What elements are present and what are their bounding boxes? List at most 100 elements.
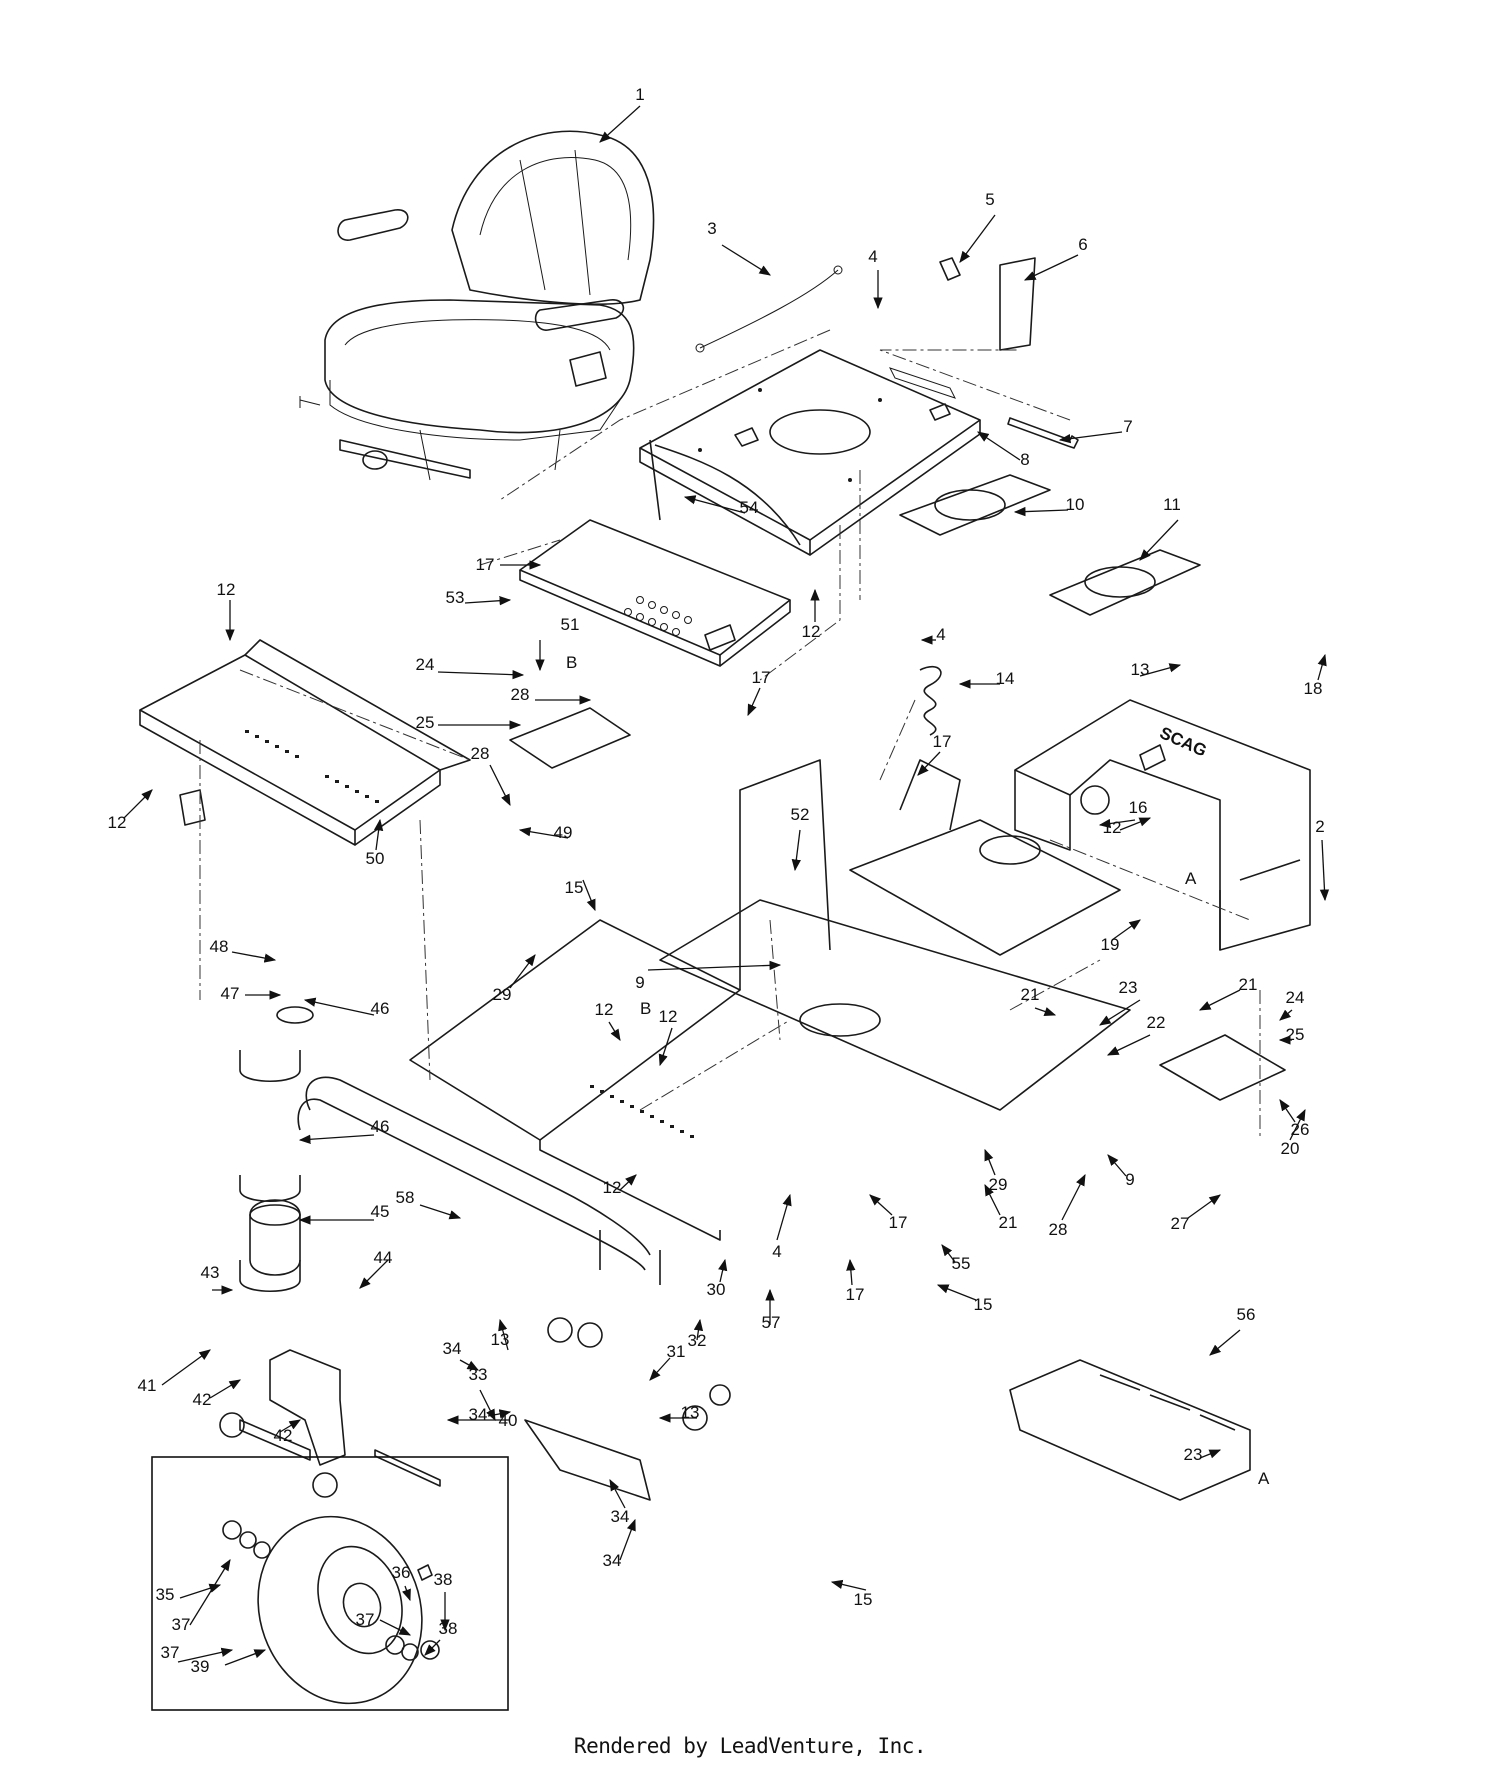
callout-label-15: 15	[854, 1590, 873, 1609]
callout-label-34: 34	[603, 1551, 622, 1570]
floor-pan	[139, 639, 471, 846]
callout-leader-52	[791, 829, 801, 872]
callout-label-29: 29	[989, 1175, 1008, 1194]
callout-label-55: 55	[952, 1254, 971, 1273]
callout-label-44: 44	[374, 1248, 393, 1267]
callout-leader-12	[608, 1021, 621, 1041]
seat-switch-parts	[889, 257, 1036, 399]
callout-label-36: 36	[392, 1563, 411, 1582]
callout-label-28: 28	[511, 685, 530, 704]
callout-label-24: 24	[1286, 988, 1305, 1007]
callout-label-31: 31	[667, 1342, 686, 1361]
callout-label-28: 28	[471, 744, 490, 763]
callout-label-46: 46	[371, 1117, 390, 1136]
callout-label-12: 12	[1103, 818, 1122, 837]
callout-leader-12	[619, 1174, 637, 1191]
callout-leader-56	[1209, 1329, 1241, 1356]
callout-label-42: 42	[193, 1390, 212, 1409]
callout-label-8: 8	[1020, 450, 1029, 469]
callout-label-33: 33	[469, 1365, 488, 1384]
callout-leader-22	[1106, 1034, 1151, 1056]
callout-leader-23	[1199, 1449, 1222, 1459]
callout-leader-55	[941, 1244, 956, 1263]
callout-leader-10	[1013, 506, 1069, 517]
callout-leader-17	[917, 751, 941, 776]
bolt-7	[1007, 417, 1079, 449]
callout-label-52: 52	[791, 805, 810, 824]
callout-leader-19	[1111, 919, 1141, 941]
floor-plate-51	[509, 707, 631, 769]
callout-label-42: 42	[274, 1426, 293, 1445]
callout-label-53: 53	[446, 588, 465, 607]
callout-leader-9	[647, 960, 782, 971]
callout-leader-13	[498, 1318, 509, 1351]
callout-label-13: 13	[681, 1403, 700, 1422]
callout-label-9: 9	[635, 973, 644, 992]
callout-label-34: 34	[443, 1339, 462, 1358]
callout-label-47: 47	[221, 984, 240, 1003]
callout-label-48: 48	[210, 937, 229, 956]
callout-leader-4	[776, 1193, 792, 1241]
callout-label-34: 34	[469, 1405, 488, 1424]
callout-leader-9	[1107, 1154, 1127, 1177]
callout-label-40: 40	[499, 1411, 518, 1430]
callout-leader-3	[721, 244, 771, 276]
callout-leader-37	[379, 1619, 412, 1636]
callout-leader-53	[464, 596, 512, 606]
callout-label-10: 10	[1066, 495, 1085, 514]
callout-label-30: 30	[707, 1280, 726, 1299]
callout-label-58: 58	[396, 1188, 415, 1207]
callout-leader-34	[609, 1478, 626, 1509]
callout-label-16: 16	[1129, 798, 1148, 817]
callout-label-12: 12	[217, 580, 236, 599]
callout-label-21: 21	[1239, 975, 1258, 994]
callout-label-17: 17	[889, 1213, 908, 1232]
callout-leader-21	[984, 1183, 1001, 1216]
callout-leader-12	[1119, 817, 1152, 831]
callout-label-38: 38	[439, 1619, 458, 1638]
seat-assembly	[299, 130, 655, 481]
callout-label-12: 12	[659, 1007, 678, 1026]
callout-leader-21	[1198, 989, 1241, 1011]
callout-label-7: 7	[1123, 417, 1132, 436]
callout-leader-29	[509, 954, 536, 989]
main-frame	[297, 759, 1131, 1285]
callout-label-5: 5	[985, 190, 994, 209]
callout-label-50: 50	[366, 849, 385, 868]
render-credit: Rendered by LeadVenture, Inc.	[573, 1734, 927, 1758]
callout-leader-54	[683, 495, 746, 514]
callout-leader-20	[1289, 1108, 1306, 1141]
callout-label-37: 37	[161, 1643, 180, 1662]
frame-logo: SCAG	[1157, 723, 1210, 760]
callout-leader-28	[1061, 1173, 1086, 1221]
callout-leader-30	[718, 1258, 728, 1283]
callout-label-21: 21	[1021, 985, 1040, 1004]
callout-label-29: 29	[493, 985, 512, 1004]
callout-label-32: 32	[688, 1331, 707, 1350]
callout-label-18: 18	[1304, 679, 1323, 698]
mount-plate-10	[899, 474, 1051, 536]
callout-leader-36	[402, 1585, 411, 1602]
callout-label-56: 56	[1237, 1305, 1256, 1324]
callout-label-46: 46	[371, 999, 390, 1018]
callout-leader-26	[1279, 1099, 1296, 1123]
callout-label-21: 21	[999, 1213, 1018, 1232]
callout-leader-15	[582, 879, 596, 912]
callout-leader-38	[424, 1639, 441, 1656]
callout-label-45: 45	[371, 1202, 390, 1221]
ref-label-a-2: A	[1258, 1469, 1270, 1488]
callout-label-4: 4	[772, 1242, 781, 1261]
skid-plate-56	[1009, 1359, 1251, 1501]
caster-assembly	[219, 1006, 731, 1501]
callout-label-35: 35	[156, 1585, 175, 1604]
callout-leader-17	[747, 687, 761, 717]
wheel-inset	[151, 1456, 509, 1711]
callout-label-19: 19	[1101, 935, 1120, 954]
callout-leader-28	[489, 764, 511, 807]
callout-leader-34	[619, 1518, 636, 1561]
callout-label-6: 6	[1078, 235, 1087, 254]
callout-leader-2	[1319, 839, 1330, 902]
callout-label-54: 54	[740, 498, 759, 517]
